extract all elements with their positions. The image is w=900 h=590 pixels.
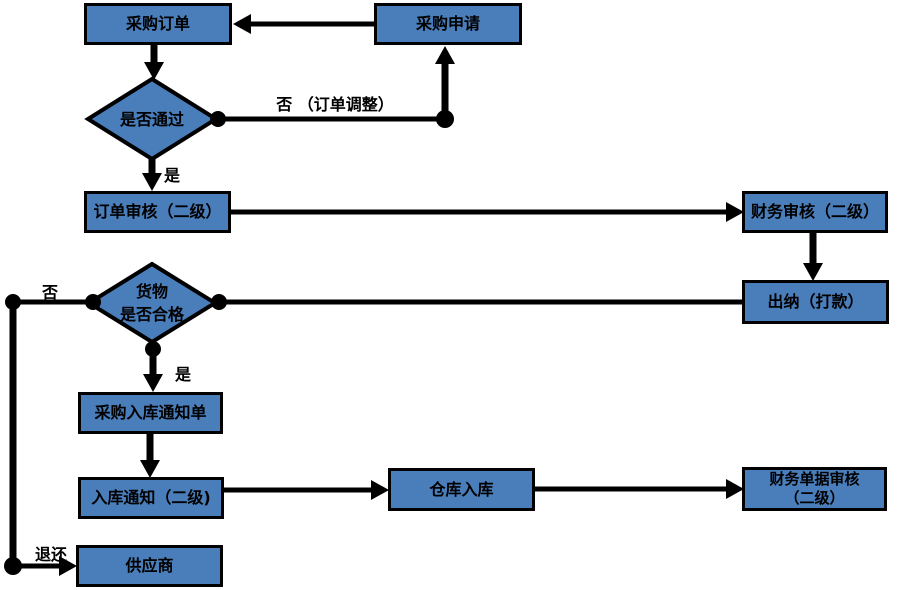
junction-dot bbox=[211, 294, 227, 310]
junction-dot bbox=[85, 294, 101, 310]
arrowhead-right bbox=[726, 202, 744, 222]
node-finance-doc-review-line2: （二级） bbox=[784, 489, 845, 507]
arrowhead-left bbox=[233, 14, 251, 34]
edge-label-no-goods: 否 bbox=[41, 283, 58, 302]
node-warehouse-in: 仓库入库 bbox=[388, 468, 535, 511]
arrowhead-up bbox=[435, 46, 455, 64]
decision-pass-shape bbox=[84, 76, 220, 162]
edge-label-yes-goods: 是 bbox=[174, 365, 191, 384]
junction-dot bbox=[210, 111, 226, 127]
node-order-review: 订单审核（二级） bbox=[84, 191, 231, 233]
arrowhead-down bbox=[144, 62, 164, 80]
junction-dot bbox=[145, 341, 161, 357]
node-finance-doc-review: 财务单据审核 （二级） bbox=[742, 467, 887, 511]
arrowhead-down bbox=[142, 173, 162, 191]
decision-goods-line2: 是否合格 bbox=[119, 305, 184, 324]
node-finance-review: 财务审核（二级） bbox=[742, 191, 888, 233]
decision-goods-label: 货物 是否合格 bbox=[91, 280, 213, 326]
arrowhead-down bbox=[140, 460, 160, 478]
node-inbound-notice-doc: 采购入库通知单 bbox=[78, 392, 223, 434]
arrowhead-down bbox=[143, 374, 163, 392]
junction-dot bbox=[5, 294, 21, 310]
node-inbound-notice: 入库通知（二级) bbox=[78, 477, 224, 519]
junction-dot bbox=[436, 110, 454, 128]
edge-label-yes-pass: 是 bbox=[163, 166, 180, 185]
node-purchase-request: 采购申请 bbox=[374, 3, 522, 45]
node-finance-doc-review-line1: 财务单据审核 bbox=[769, 470, 860, 489]
node-supplier: 供应商 bbox=[76, 545, 223, 587]
arrowhead-right bbox=[59, 556, 77, 576]
edge-label-no-order-adjust: 否 （订单调整） bbox=[276, 95, 394, 114]
arrowhead-right bbox=[726, 479, 744, 499]
node-cashier: 出纳（打款） bbox=[742, 280, 889, 324]
node-purchase-order: 采购订单 bbox=[84, 3, 232, 45]
arrowhead-right bbox=[371, 480, 389, 500]
junction-dot bbox=[4, 557, 22, 575]
edge-label-return: 退还 bbox=[34, 545, 67, 564]
decision-goods-line1: 货物 bbox=[135, 282, 168, 301]
arrowhead-down bbox=[803, 263, 823, 281]
decision-pass-label: 是否通过 bbox=[119, 109, 184, 129]
